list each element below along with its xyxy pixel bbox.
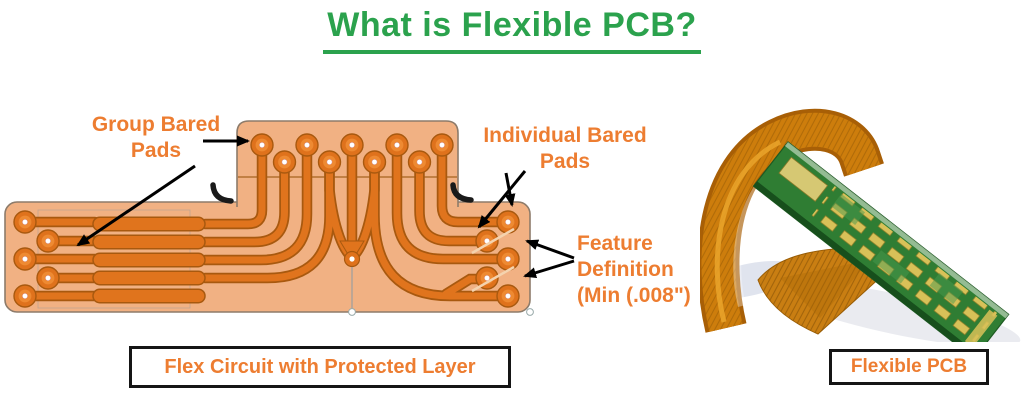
caption-flexible-pcb-text: Flexible PCB	[850, 356, 968, 377]
rigid-board	[752, 141, 1010, 342]
label-group-bared-pads: Group Bared Pads	[91, 113, 221, 162]
label-feature-definition: Feature Definition (Min (.008")	[577, 232, 691, 307]
page-title: What is Flexible PCB?	[323, 6, 701, 54]
flexible-pcb-photo	[700, 108, 1021, 342]
caption-flex-circuit: Flex Circuit with Protected Layer	[129, 346, 511, 388]
solder-pads	[13, 133, 520, 308]
copper-traces	[28, 145, 499, 304]
annotation-arrows	[76, 135, 575, 279]
flex-circuit-diagram	[4, 120, 575, 316]
caption-flex-circuit-text: Flex Circuit with Protected Layer	[164, 355, 476, 378]
anchor-guides	[348, 267, 534, 316]
caption-flexible-pcb: Flexible PCB	[829, 349, 989, 385]
bend-marks	[210, 182, 474, 204]
label-individual-bared-pads: Individual Bared Pads	[483, 124, 647, 173]
page-header: What is Flexible PCB?	[0, 6, 1024, 54]
